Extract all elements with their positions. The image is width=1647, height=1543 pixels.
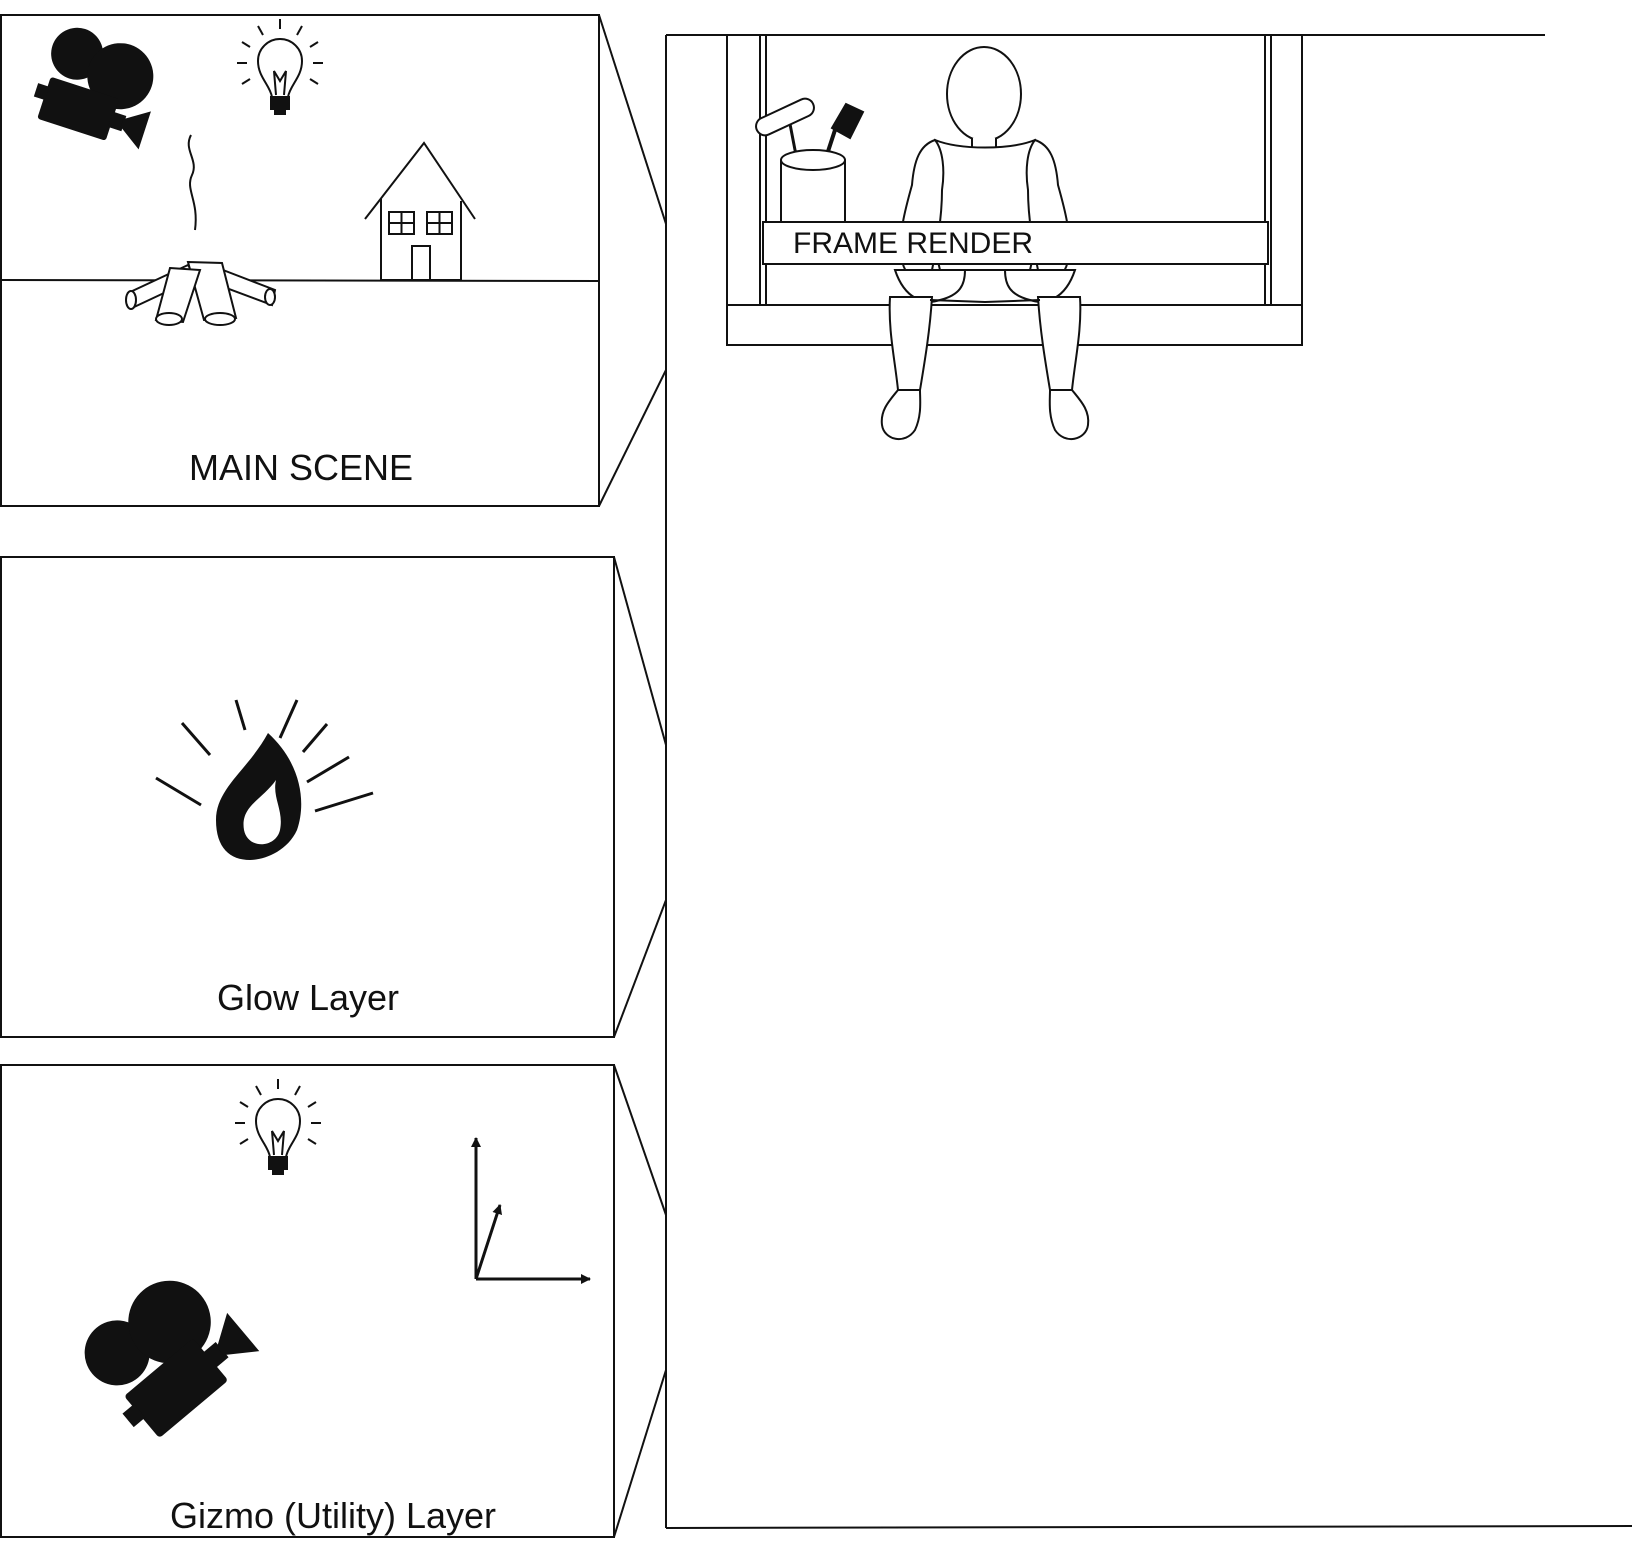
gizmo-layer-label: Gizmo (Utility) Layer <box>170 1495 496 1536</box>
gizmo-layer-connector-top <box>613 1064 667 1216</box>
main-scene-panel: MAIN SCENE <box>0 14 600 507</box>
frame-render-label-bar <box>762 221 1269 265</box>
campfire-icon <box>125 260 277 326</box>
glow-layer-box <box>0 556 615 1038</box>
flame-icon <box>155 699 374 860</box>
main-scene-connector-bottom <box>598 369 667 507</box>
composite-frame-outline <box>665 34 1633 1529</box>
main-scene-connector-top <box>598 14 667 225</box>
frame-render-area: FRAME RENDER <box>665 34 1633 1529</box>
frame-render-label: FRAME RENDER <box>793 227 1033 260</box>
connector-lines <box>598 14 667 1538</box>
axes-gizmo-icon <box>471 1137 591 1284</box>
smoke-icon <box>187 134 197 231</box>
gizmo-layer-box <box>0 1064 615 1538</box>
glow-layer-label: Glow Layer <box>217 977 399 1018</box>
mannequin-figure <box>880 46 1090 440</box>
ground-line <box>0 279 600 282</box>
gizmo-layer-panel: Gizmo (Utility) Layer <box>0 1064 615 1538</box>
paint-bucket-icon <box>780 149 846 232</box>
house-icon <box>364 141 476 281</box>
glow-layer-panel: Glow Layer <box>0 556 615 1038</box>
glow-layer-connector-bottom <box>613 899 667 1038</box>
main-scene-label: MAIN SCENE <box>189 447 413 488</box>
glow-layer-connector-top <box>613 556 667 746</box>
gizmo-layer-connector-bottom <box>613 1369 667 1538</box>
